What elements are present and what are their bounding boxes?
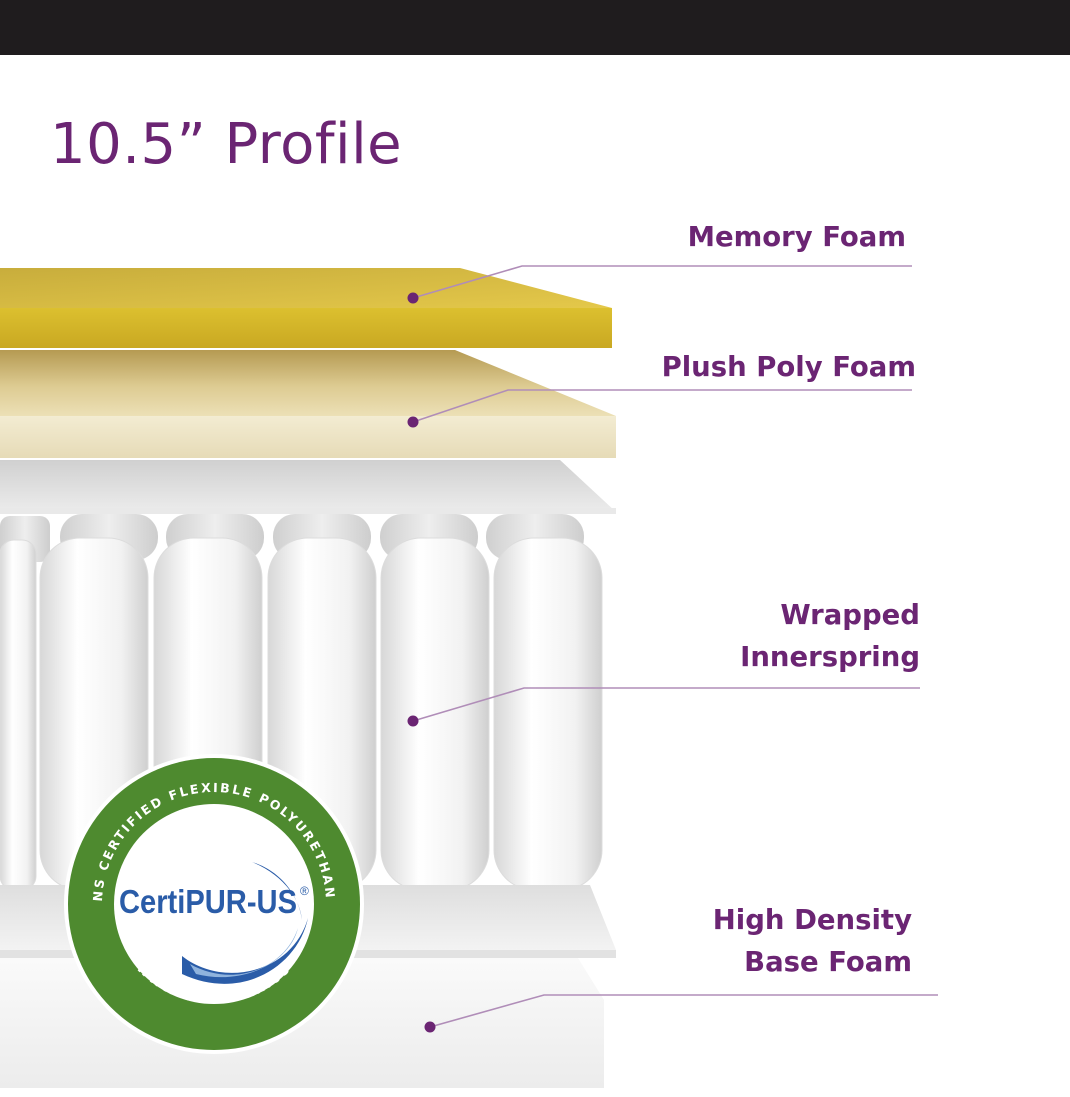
registered-mark: ® xyxy=(300,884,309,898)
poly-foam-layer xyxy=(0,350,616,458)
callout-dots xyxy=(407,292,436,1033)
top-bar xyxy=(0,0,1070,55)
label-plush-poly-foam: Plush Poly Foam xyxy=(661,351,916,383)
profile-title: 10.5” Profile xyxy=(50,112,403,177)
label-high-density-base-foam: High Density Base Foam xyxy=(712,904,912,978)
callout-lines xyxy=(412,265,938,1028)
memory-foam-layer xyxy=(0,268,612,348)
certipur-logo-text: CertiPUR-US xyxy=(119,883,297,920)
label-memory-foam: Memory Foam xyxy=(687,221,906,253)
label-wrapped-innerspring: Wrapped Innerspring xyxy=(740,599,920,673)
certipur-us-seal: CertiPUR-US ® CONTAINS CERTIFIED FLEXIBL… xyxy=(62,752,364,1054)
support-layer-top xyxy=(0,460,616,514)
